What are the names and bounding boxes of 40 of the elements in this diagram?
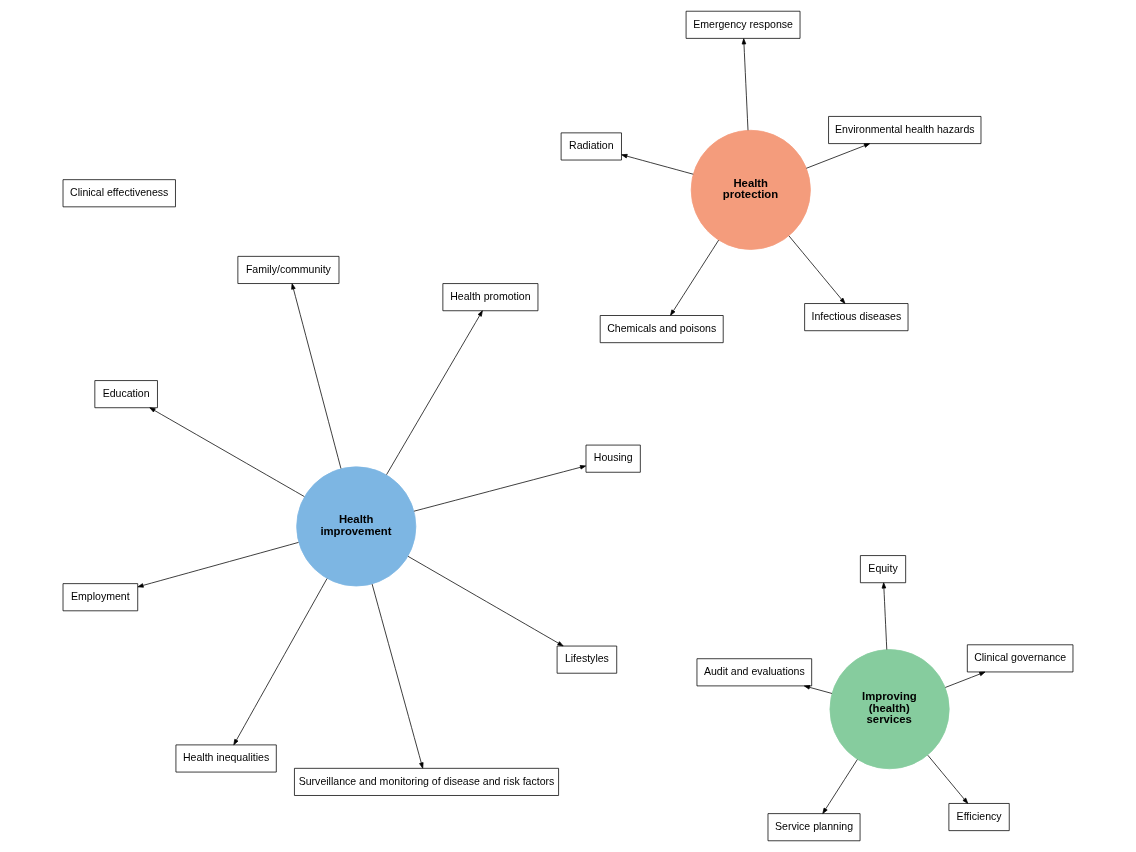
arrow <box>944 671 986 688</box>
node-box: Health inequalities <box>175 744 277 773</box>
node-box: Family/community <box>237 256 340 284</box>
arrow <box>803 685 833 694</box>
arrow <box>881 582 888 650</box>
arrow <box>137 542 299 588</box>
node-box: Emergency response <box>685 10 801 39</box>
node-box: Chemicals and poisons <box>599 315 724 344</box>
node-box: Audit and evaluations <box>696 658 813 687</box>
node-box: Housing <box>585 444 641 473</box>
arrow <box>291 283 342 469</box>
node-box: Clinical effectiveness <box>62 179 176 208</box>
node-box: Infectious diseases <box>804 303 909 332</box>
node-box: Environmental health hazards <box>828 116 982 144</box>
arrow <box>621 153 694 175</box>
node-circle: Health protection <box>690 129 811 250</box>
node-box: Service planning <box>767 813 861 842</box>
arrow <box>927 754 969 804</box>
arrow <box>386 310 483 476</box>
node-circle: Health improvement <box>296 466 417 587</box>
arrow <box>413 465 587 512</box>
arrow <box>371 583 424 769</box>
arrow <box>822 759 858 814</box>
arrow <box>670 239 719 316</box>
node-box: Employment <box>62 583 139 612</box>
node-box: Surveillance and monitoring of disease and risk factors <box>294 767 559 796</box>
node-box: Efficiency <box>948 803 1010 831</box>
arrow <box>149 407 305 497</box>
arrow <box>407 555 564 647</box>
node-circle: Improving (health) services <box>829 649 950 770</box>
node-box: Clinical governance <box>966 644 1074 673</box>
arrow <box>233 578 328 746</box>
arrow <box>741 38 749 131</box>
arrow <box>806 143 870 169</box>
node-box: Lifestyles <box>556 645 618 674</box>
arrow <box>788 235 846 304</box>
node-box: Health promotion <box>442 283 539 312</box>
node-box: Equity <box>860 555 907 584</box>
node-box: Radiation <box>560 132 622 161</box>
node-box: Education <box>94 380 158 409</box>
